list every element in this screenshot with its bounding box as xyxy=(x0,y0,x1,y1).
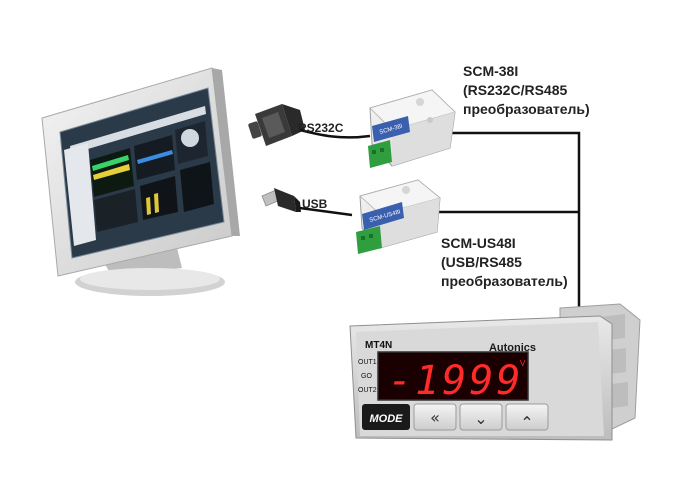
rs232c-connector-icon xyxy=(248,104,305,146)
indicator-out1: OUT1 xyxy=(358,359,377,366)
usb-plug-icon xyxy=(261,188,301,212)
chevron-up-icon: ⌃ xyxy=(520,413,533,432)
scmus48-model: SCM-US48I xyxy=(441,235,516,251)
scm38-desc-2: преобразователь) xyxy=(463,101,590,117)
chevron-left-icon: « xyxy=(430,408,440,427)
indicator-go: GO xyxy=(361,373,372,380)
chevron-down-icon: ⌄ xyxy=(474,409,487,428)
scmus48-label: SCM-US48I (USB/RS485 преобразователь) xyxy=(441,234,568,291)
meter-display-value: -1999 xyxy=(388,358,523,404)
scm38-label: SCM-38I (RS232C/RS485 преобразователь) xyxy=(463,62,590,119)
cables xyxy=(299,128,581,308)
scmus48-desc-2: преобразователь) xyxy=(441,273,568,289)
meter-brand: Autonics xyxy=(489,342,536,354)
meter-model: MT4N xyxy=(365,340,392,351)
rs232c-label: RS232C xyxy=(298,121,344,135)
panel-meter-mt4n xyxy=(349,303,641,441)
usb-label: USB xyxy=(302,197,328,211)
monitor-icon xyxy=(41,67,240,296)
down-button[interactable] xyxy=(459,403,503,431)
scmus48-desc-1: (USB/RS485 xyxy=(441,254,522,270)
scm38-desc-1: (RS232C/RS485 xyxy=(463,82,568,98)
scm38-model: SCM-38I xyxy=(463,63,519,79)
converter-scm38i: SCM-38I xyxy=(368,89,456,168)
left-button[interactable] xyxy=(413,403,457,431)
converter-scmus48i: SCM-US48I xyxy=(356,179,441,254)
mode-button-label: MODE xyxy=(370,413,404,425)
mode-button[interactable] xyxy=(362,404,410,430)
meter-unit: V xyxy=(520,359,526,368)
meter-display-window xyxy=(377,351,529,401)
indicator-out2: OUT2 xyxy=(358,387,377,394)
up-button[interactable] xyxy=(505,403,549,431)
